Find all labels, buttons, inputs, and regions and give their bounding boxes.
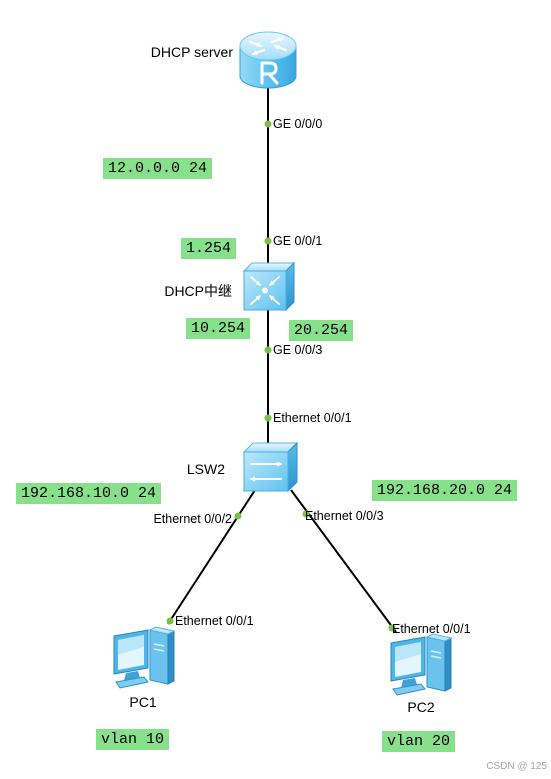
port-dot xyxy=(166,617,174,625)
pc2-label: PC2 xyxy=(407,699,435,715)
relay-label: DHCP中继 xyxy=(164,283,232,299)
port-dot xyxy=(264,237,272,245)
router-icon[interactable] xyxy=(239,31,297,89)
note-pc1-vlan: vlan 10 xyxy=(96,729,170,750)
l3-switch-icon[interactable] xyxy=(242,261,296,312)
port-label-relay-ge003: GE 0/0/3 xyxy=(273,343,323,357)
pc-icon[interactable] xyxy=(390,633,452,696)
port-dot xyxy=(264,414,272,422)
port-label-lsw2-e002: Ethernet 0/0/2 xyxy=(153,512,232,526)
note-relay-ip-20: 20.254 xyxy=(289,320,354,341)
note-relay-ip-1: 1.254 xyxy=(181,238,237,259)
router-label: DHCP server xyxy=(150,44,233,60)
lsw2-label: LSW2 xyxy=(186,461,225,477)
port-label-relay-ge001: GE 0/0/1 xyxy=(273,234,323,248)
port-label-pc2-e001: Ethernet 0/0/1 xyxy=(392,622,471,636)
pc1-label: PC1 xyxy=(129,694,157,710)
switch-icon[interactable] xyxy=(242,441,299,493)
port-label-router-ge000: GE 0/0/0 xyxy=(273,117,323,131)
port-label-lsw2-e001: Ethernet 0/0/1 xyxy=(273,411,352,425)
port-label-pc1-e001: Ethernet 0/0/1 xyxy=(175,614,254,628)
note-subnet-12: 12.0.0.0 24 xyxy=(103,158,213,179)
note-relay-ip-10: 10.254 xyxy=(186,318,251,339)
note-subnet-vlan10: 192.168.10.0 24 xyxy=(16,483,162,504)
pc-icon[interactable] xyxy=(113,626,175,689)
note-subnet-vlan20: 192.168.20.0 24 xyxy=(372,480,518,501)
port-dots xyxy=(166,120,396,632)
port-dot xyxy=(234,512,242,520)
watermark: CSDN @ 125 xyxy=(486,761,547,772)
port-dot xyxy=(302,510,310,518)
port-label-lsw2-e003: Ethernet 0/0/3 xyxy=(305,509,384,523)
link-lsw2-pc1 xyxy=(167,489,256,625)
port-dot xyxy=(264,346,272,354)
note-pc2-vlan: vlan 20 xyxy=(382,731,456,752)
port-dot xyxy=(264,120,272,128)
port-dot xyxy=(388,624,396,632)
